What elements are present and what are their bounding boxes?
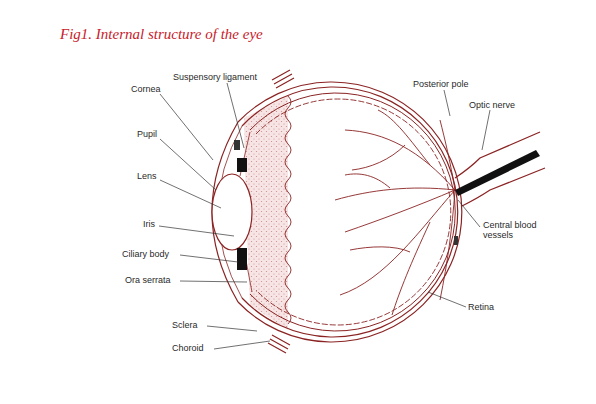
part-label: Pupil xyxy=(137,129,157,139)
part-label: Iris xyxy=(143,219,155,229)
part-label: Sclera xyxy=(172,320,198,330)
part-label: Posterior pole xyxy=(413,79,469,89)
part-label: Suspensory ligament xyxy=(173,72,257,82)
part-label: Optic nerve xyxy=(469,100,515,110)
part-label: Cornea xyxy=(131,84,161,94)
part-label: Ciliary body xyxy=(122,249,169,259)
part-label: Choroid xyxy=(172,343,204,353)
part-label: Central blood vessels xyxy=(483,220,549,240)
part-label: Ora serrata xyxy=(125,275,171,285)
figure-title: Fig1. Internal structure of the eye xyxy=(60,26,263,43)
part-label: Retina xyxy=(468,302,494,312)
part-label: Lens xyxy=(137,171,157,181)
